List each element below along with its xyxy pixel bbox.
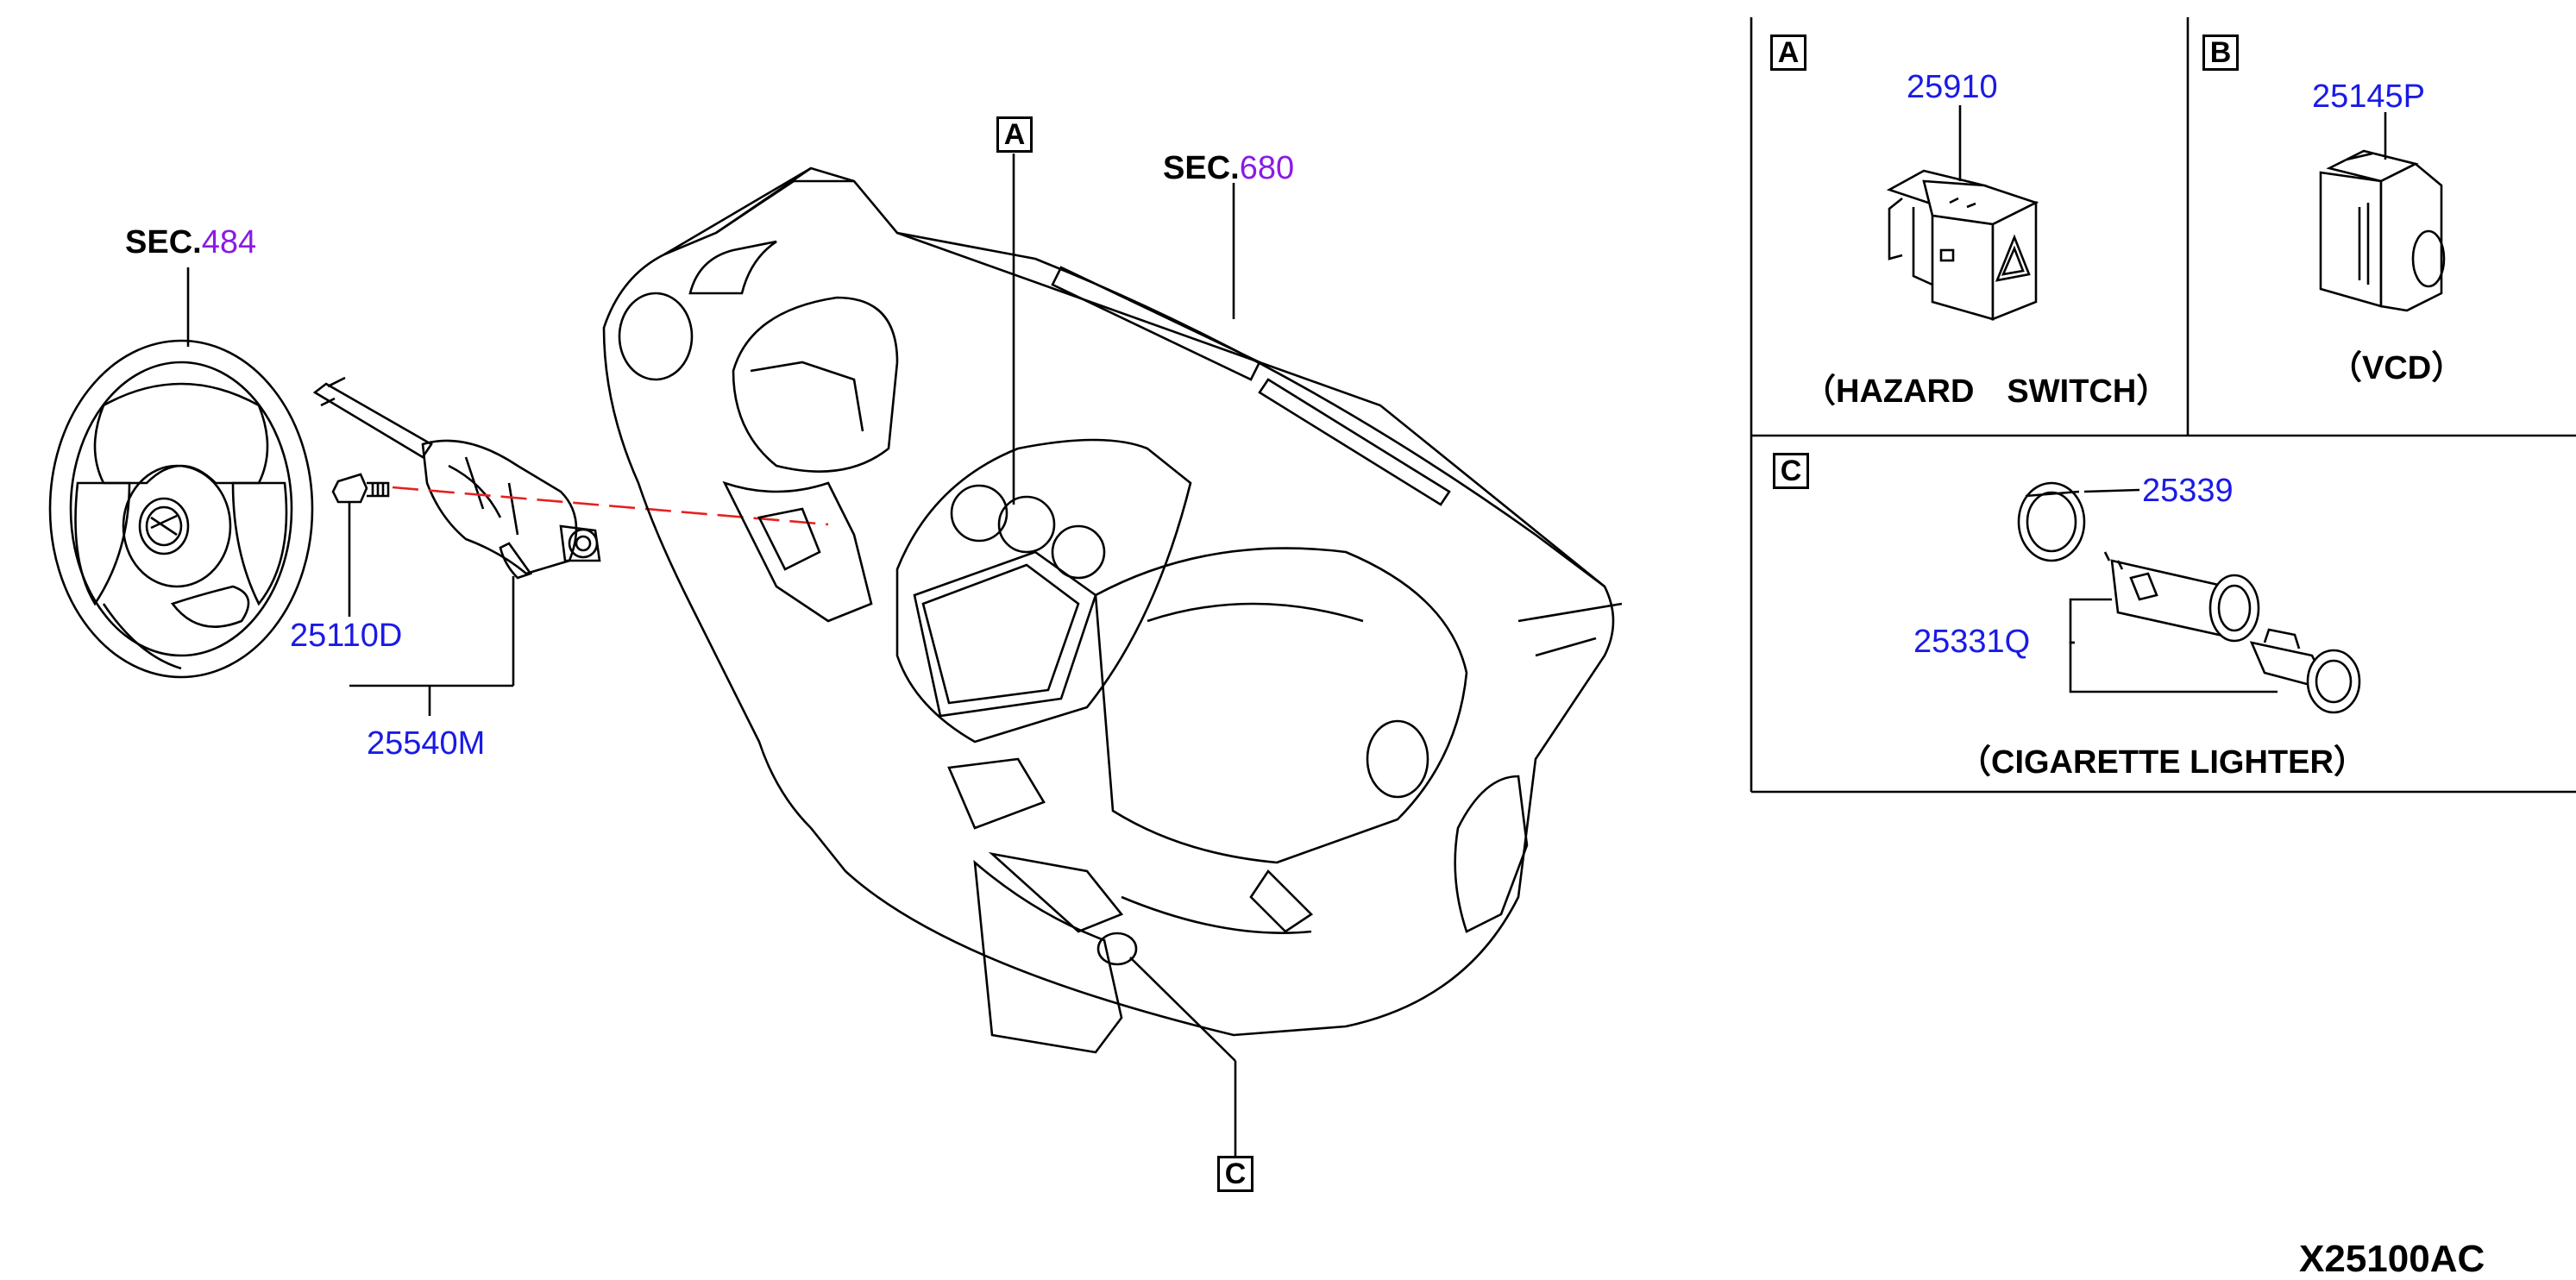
part-number-25110D[interactable]: 25110D — [290, 618, 403, 654]
detail-label-c: C — [1773, 453, 1809, 489]
steering-wheel-drawing — [48, 267, 314, 679]
combination-switch-drawing — [312, 376, 829, 716]
hazard-switch-drawing — [1886, 105, 2039, 321]
cigarette-lighter-drawing — [2017, 481, 2361, 714]
instrument-panel-drawing — [602, 154, 1623, 1158]
part-number-25145P[interactable]: 25145P — [2312, 78, 2426, 115]
detail-label-b: B — [2202, 35, 2239, 71]
diagram-code: X25100AC — [2299, 1238, 2485, 1280]
caption-hazard-switch: （HAZARD SWITCH） — [1803, 373, 2170, 410]
vcd-switch-drawing — [2319, 112, 2446, 312]
part-number-25910[interactable]: 25910 — [1907, 69, 1998, 105]
section-ref-680[interactable]: SEC.680 — [1163, 152, 1294, 185]
section-ref-484[interactable]: SEC.484 — [125, 226, 256, 259]
part-number-25331Q[interactable]: 25331Q — [1913, 624, 2031, 660]
caption-vcd: （VCD） — [2329, 350, 2465, 386]
caption-cigarette-lighter: （CIGARETTE LIGHTER） — [1958, 744, 2366, 781]
callout-c[interactable]: C — [1217, 1156, 1253, 1192]
part-number-25540M[interactable]: 25540M — [367, 725, 486, 762]
section-number: 484 — [201, 224, 257, 260]
section-number: 680 — [1239, 150, 1295, 186]
detail-label-a: A — [1770, 35, 1806, 71]
detail-frames — [1750, 17, 2576, 794]
part-number-25339[interactable]: 25339 — [2142, 473, 2234, 509]
section-prefix: SEC. — [1163, 150, 1240, 186]
callout-a[interactable]: A — [996, 116, 1033, 153]
section-prefix: SEC. — [125, 224, 202, 260]
